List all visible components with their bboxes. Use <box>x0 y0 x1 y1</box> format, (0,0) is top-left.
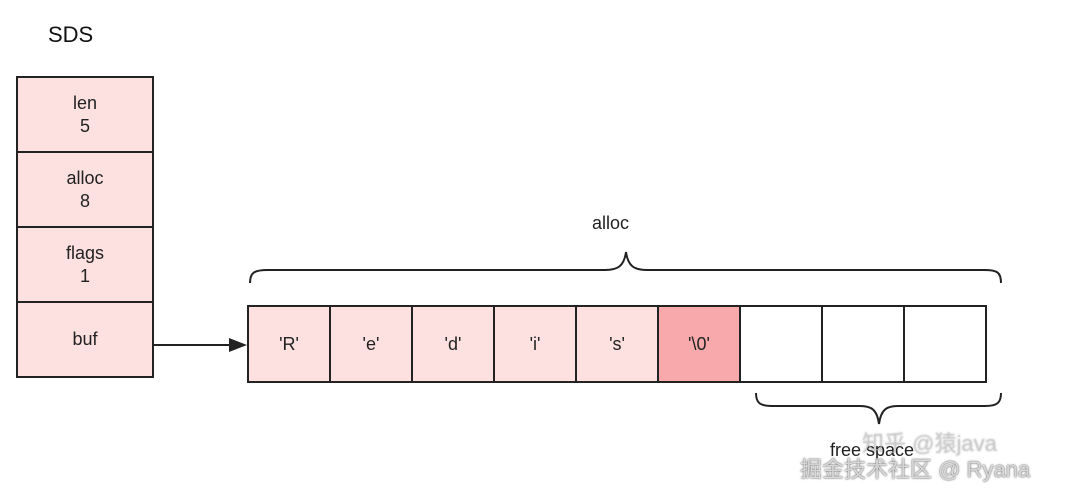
buf-cell-terminator: '\0' <box>657 305 741 383</box>
field-name-alloc: alloc <box>66 167 104 188</box>
field-value-len: 5 <box>79 115 90 136</box>
sds-field-alloc: alloc 8 <box>16 151 154 228</box>
buf-cell: 'e' <box>329 305 413 383</box>
field-name-buf: buf <box>72 329 98 349</box>
sds-field-len: len 5 <box>16 76 154 153</box>
alloc-label: alloc <box>592 213 630 233</box>
juejin-watermark: 掘金技术社区 @ Ryana <box>800 457 1031 482</box>
buf-cell: 's' <box>575 305 659 383</box>
buf-cell: 'd' <box>411 305 495 383</box>
buf-array: 'R' 'e' 'd' 'i' 's' '\0' <box>247 305 987 383</box>
field-name-flags: flags <box>65 242 105 263</box>
sds-field-buf: buf <box>16 301 154 378</box>
sds-field-flags: flags 1 <box>16 226 154 303</box>
alloc-brace <box>249 251 1002 284</box>
arrow-head-icon <box>229 338 247 352</box>
buf-cell-free <box>739 305 823 383</box>
field-name-len: len <box>72 92 98 113</box>
buf-cell-free <box>821 305 905 383</box>
zhihu-watermark: 知乎 @猿java <box>862 431 997 456</box>
buf-cell: 'R' <box>247 305 331 383</box>
field-value-alloc: 8 <box>79 190 90 211</box>
sds-struct: len 5 alloc 8 flags 1 buf <box>16 76 154 378</box>
free-space-label: free space <box>830 440 915 460</box>
diagram-title: SDS <box>48 22 94 47</box>
field-value-flags: 1 <box>79 265 90 286</box>
free-space-brace <box>755 392 1002 425</box>
buf-cell-free <box>903 305 987 383</box>
buf-cell: 'i' <box>493 305 577 383</box>
